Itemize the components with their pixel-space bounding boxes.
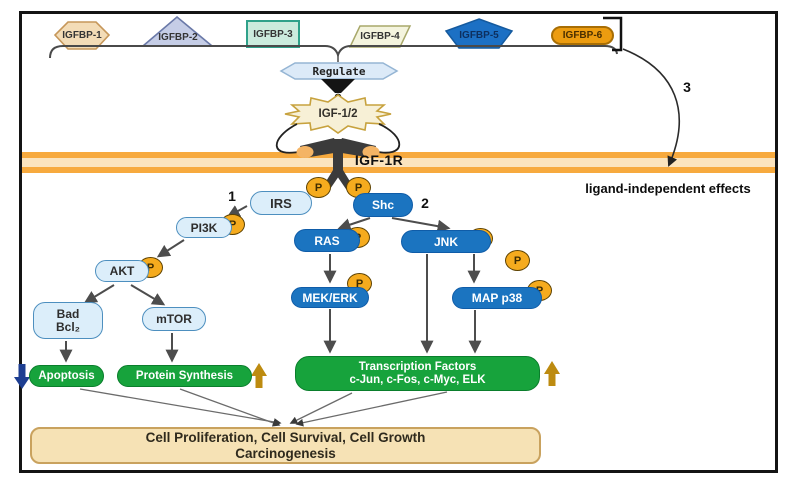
result-box: Cell Proliferation, Cell Survival, Cell … — [30, 427, 541, 464]
diagram-border — [19, 11, 778, 473]
cell-membrane — [22, 152, 775, 173]
result-line1: Cell Proliferation, Cell Survival, Cell … — [145, 429, 426, 445]
branch-number-2: 2 — [421, 195, 429, 211]
phospho-chip-free: P — [505, 250, 530, 271]
ligand-independent-label: ligand-independent effects — [585, 180, 751, 196]
igfbp5-label: IGFBP-5 — [459, 29, 499, 41]
node-akt: AKT — [95, 260, 149, 282]
phospho-chip-receptor-left: P — [306, 177, 331, 198]
node-mapp38: MAP p38 — [452, 287, 542, 309]
igfbp4-label: IGFBP-4 — [360, 31, 400, 42]
igfbp6-label: IGFBP-6 — [562, 30, 603, 41]
outcome-apoptosis: Apoptosis — [29, 365, 104, 387]
node-shc: Shc — [353, 193, 413, 217]
node-bad-label: Bad — [56, 306, 80, 321]
node-irs: IRS — [250, 191, 312, 215]
node-pi3k: PI3K — [176, 217, 232, 238]
igfbp2-label: IGFBP-2 — [158, 31, 198, 43]
result-line2: Carcinogenesis — [235, 445, 336, 461]
node-jnk: JNK — [401, 230, 491, 253]
igf-ligand-label: IGF-1/2 — [318, 108, 358, 120]
node-mtor: mTOR — [142, 307, 206, 331]
igfbp1-label: IGFBP-1 — [62, 30, 102, 41]
node-bad-bcl2: Bad Bcl₂ — [33, 302, 103, 339]
outcome-transcription-factors: Transcription Factors c-Jun, c-Fos, c-My… — [295, 356, 540, 391]
tf-line2: c-Jun, c-Fos, c-Myc, ELK — [349, 373, 486, 386]
node-ras: RAS — [294, 229, 360, 252]
regulate-label: Regulate — [312, 64, 366, 78]
outcome-protein-synthesis: Protein Synthesis — [117, 365, 252, 387]
node-mekerk: MEK/ERK — [291, 287, 369, 308]
node-bcl2-label: Bcl₂ — [55, 319, 80, 334]
branch-number-1: 1 — [228, 188, 236, 204]
tf-line1: Transcription Factors — [358, 360, 477, 373]
igfbp3-label: IGFBP-3 — [253, 28, 293, 40]
receptor-label: IGF-1R — [354, 151, 404, 168]
branch-number-3: 3 — [683, 79, 691, 95]
